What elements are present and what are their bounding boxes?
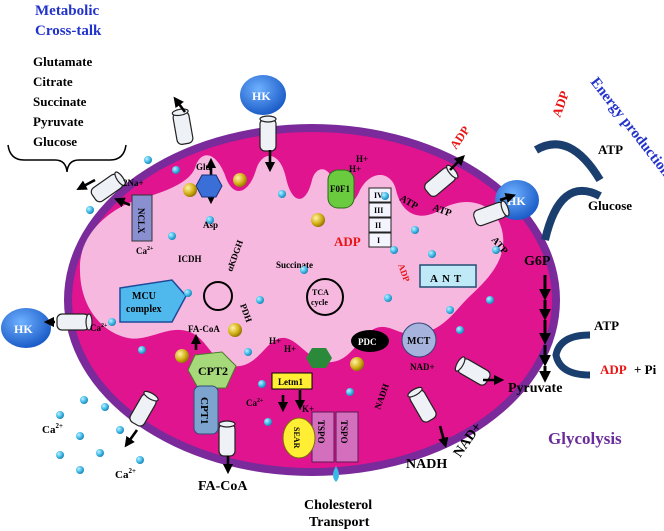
label-ca-out-1: Ca2+: [42, 422, 63, 436]
svg-text:complex: complex: [126, 304, 162, 315]
tca-cycle: [306, 278, 344, 316]
gold-spheres: [175, 173, 364, 371]
label-h-plus-f0b: H+: [349, 164, 361, 174]
metabolite-brace: [7, 144, 127, 173]
svg-text:SEAR: SEAR: [292, 427, 301, 449]
glycolysis-atp: ATP: [594, 318, 619, 333]
transport-arrows: [43, 96, 516, 475]
energy-production-title: Energy production: [587, 75, 664, 181]
energy-atp: ATP: [598, 142, 623, 157]
label-ca-nclx: Ca2+: [136, 246, 154, 256]
metabolite-glutamate: Glutamate: [33, 54, 92, 69]
svg-text:TSPO: TSPO: [316, 420, 326, 444]
krebs-cycle-left: [203, 281, 233, 311]
label-succinate: Succinate: [276, 260, 313, 270]
energy-g6p: G6P: [524, 254, 551, 269]
svg-text:II: II: [375, 221, 381, 230]
label-glu: Glu: [196, 162, 211, 172]
svg-text:III: III: [374, 206, 383, 215]
title-line2: Cross-talk: [35, 23, 102, 39]
title-line1: Metabolic: [35, 3, 99, 19]
svg-text:NCLX: NCLX: [136, 208, 146, 234]
label-nad-plus: NAD+: [410, 362, 435, 372]
letm1: Letm1: [271, 372, 313, 390]
svg-text:HK: HK: [14, 322, 33, 336]
metabolite-glucose: Glucose: [33, 134, 77, 149]
svg-text:ANT: ANT: [430, 273, 465, 285]
svg-text:TSPO: TSPO: [339, 420, 349, 444]
nclx-exchanger: NCLX: [131, 194, 153, 242]
metabolite-succinate: Succinate: [33, 94, 87, 109]
f0f1-atp-synthase: F0F1: [327, 169, 355, 209]
calcium-ions: [56, 156, 500, 474]
green-hexagon: [306, 348, 332, 368]
energy-adp: ADP: [549, 89, 572, 119]
label-fa-coa-outer: FA-CoA: [198, 479, 248, 494]
svg-text:CPT2: CPT2: [198, 364, 228, 378]
glycolysis-pyruvate: Pyruvate: [508, 381, 562, 396]
metabolite-pyruvate: Pyruvate: [33, 114, 84, 129]
label-2na: 2Na+: [123, 178, 144, 188]
cpt1: CPT1: [193, 385, 219, 435]
hk-left: HK: [1, 308, 51, 348]
label-asp: Asp: [203, 220, 218, 230]
label-nadh-outer: NADH: [406, 457, 447, 472]
glucose-to-g6p-arrow: [541, 187, 602, 241]
label-h-plus-f0: H+: [356, 154, 368, 164]
label-transport: Transport: [309, 515, 370, 530]
glycolysis-adp: ADP: [600, 362, 627, 377]
label-adp-red: ADP: [334, 234, 361, 249]
glycolysis-plus-pi: + Pi: [634, 362, 657, 377]
energy-glucose: Glucose: [588, 198, 632, 213]
label-adp-top: ADP: [447, 123, 473, 151]
svg-text:MCT: MCT: [407, 336, 431, 347]
glycolysis-title: Glycolysis: [548, 429, 622, 448]
label-ca-letm1: Ca2+: [246, 398, 264, 408]
svg-text:IV: IV: [374, 191, 383, 200]
svg-text:Letm1: Letm1: [278, 377, 303, 387]
tspo-outer: TSPO: [335, 411, 359, 463]
vdac-channels: [56, 108, 510, 457]
cholesterol-drop: [333, 466, 339, 482]
label-k-plus: K+: [302, 404, 314, 414]
mcu-complex: MCU complex: [119, 279, 187, 323]
label-icdh: ICDH: [178, 254, 202, 264]
label-tca-2: cycle: [311, 298, 328, 307]
metabolite-citrate: Citrate: [33, 74, 73, 89]
ant-transporter: ANT: [419, 264, 477, 288]
label-fa-coa-inner: FA-CoA: [188, 324, 220, 334]
cristae-area: [79, 155, 504, 367]
label-h-plus-2: H+: [284, 344, 296, 354]
label-tca-1: TCA: [312, 288, 329, 297]
glu-asp-carrier: [195, 174, 223, 198]
svg-text:CPT1: CPT1: [198, 397, 210, 425]
pdc: PDC: [351, 330, 389, 352]
cpt2: CPT2: [187, 351, 237, 389]
svg-text:PDC: PDC: [358, 337, 377, 347]
svg-text:HK: HK: [252, 89, 271, 103]
sear: SEAR: [282, 417, 316, 459]
label-cholesterol: Cholesterol: [304, 498, 372, 513]
mct: MCT: [401, 322, 437, 358]
svg-text:MCU: MCU: [132, 291, 156, 302]
label-ca-mcu: Ca2+: [90, 323, 108, 333]
label-h-plus-1: H+: [269, 336, 281, 346]
svg-text:F0F1: F0F1: [330, 184, 350, 194]
hk-top: HK: [240, 75, 286, 115]
energy-curve-arrow: [533, 140, 604, 183]
label-ca-out-2: Ca2+: [115, 467, 136, 481]
glycolysis-curve-arrow: [552, 331, 591, 379]
svg-text:I: I: [377, 236, 380, 245]
